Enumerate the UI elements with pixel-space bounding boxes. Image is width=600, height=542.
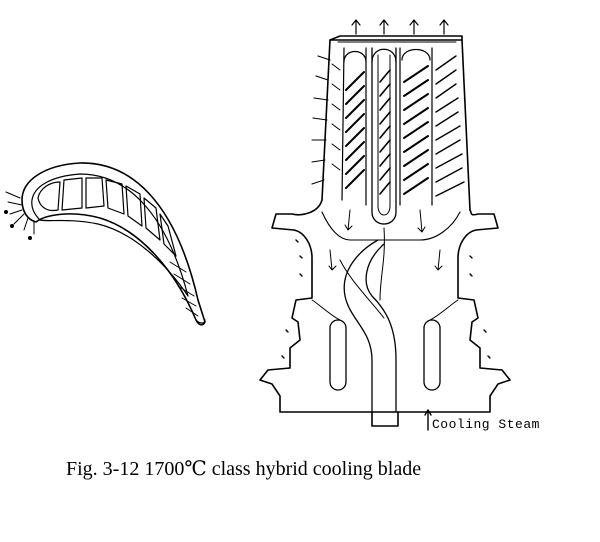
- airfoil-cross-section: [4, 162, 206, 326]
- blade-airfoil: [311, 19, 471, 225]
- arrow-up-icon: [424, 409, 432, 431]
- figure-caption: Fig. 3-12 1700℃ class hybrid cooling bla…: [66, 458, 422, 480]
- cooling-steam-label: Cooling Steam: [432, 417, 540, 432]
- blade-platform-and-shank: [259, 199, 511, 427]
